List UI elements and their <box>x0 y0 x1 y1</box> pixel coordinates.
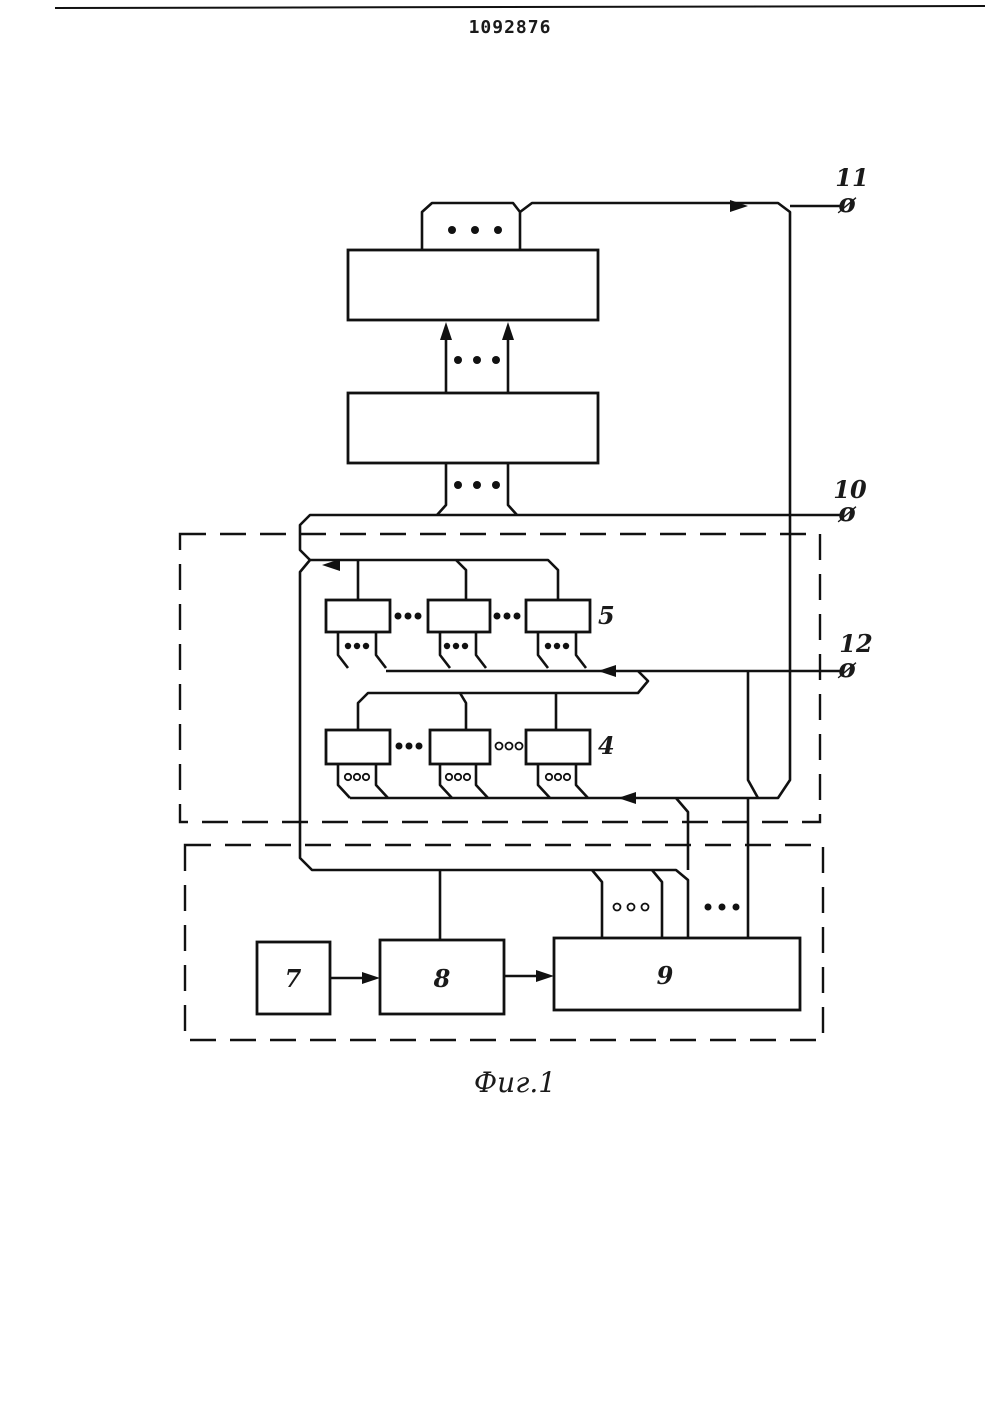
terminal-11-symbol: ø <box>837 189 857 219</box>
row5-top-bus <box>310 560 558 600</box>
row4-to-9-link <box>676 798 688 870</box>
bus-dots-lower <box>454 481 500 489</box>
bottom-bus-right <box>430 870 688 938</box>
row5-outputs <box>338 632 586 668</box>
bus-dots-mid <box>454 356 500 364</box>
row4-cell-1 <box>326 730 390 764</box>
terminal-10-label: 10 <box>833 475 867 504</box>
bus-down-left <box>437 463 446 515</box>
terminal-11-label: 11 <box>835 163 868 192</box>
row5-cell-3 <box>526 600 590 632</box>
arrow-up-right <box>502 322 514 340</box>
row4-top-bus <box>358 671 648 730</box>
bus-to-9-a <box>592 870 602 938</box>
row4-outputs <box>338 764 588 798</box>
label-row-5: 5 <box>598 601 615 630</box>
bus-down-right <box>508 463 517 515</box>
block-7-label: 7 <box>285 964 302 993</box>
row4-cell-2 <box>430 730 490 764</box>
top-rule <box>55 6 985 8</box>
output-bus <box>422 203 520 250</box>
arrow-8-to-9 <box>536 970 554 982</box>
terminal-12-label: 12 <box>839 629 872 658</box>
arrow-7-to-8 <box>362 972 380 984</box>
bus-to-9-b <box>652 870 662 938</box>
output-block <box>348 250 598 320</box>
arrow-from-12 <box>598 665 616 677</box>
branch-to-9-from-12 <box>748 671 758 798</box>
row4-cell-3 <box>526 730 590 764</box>
arrow-into-row4 <box>618 792 636 804</box>
terminal-12-symbol: ø <box>837 654 857 684</box>
block-9 <box>554 938 800 1010</box>
bus-dots-9 <box>614 904 740 911</box>
block-8-label: 8 <box>433 964 451 993</box>
terminal-10-line <box>300 515 842 560</box>
row5-cell-2 <box>428 600 490 632</box>
row5-cell-1 <box>326 600 390 632</box>
patent-number: 1092876 <box>469 17 552 38</box>
block-9-label: 9 <box>657 961 674 990</box>
row5-cell2-in <box>456 560 466 600</box>
row4-cell2-in <box>460 693 466 730</box>
label-row-4: 4 <box>598 731 615 760</box>
middle-block <box>348 393 598 463</box>
arrow-up-left <box>440 322 452 340</box>
register-group-frame <box>180 534 820 822</box>
figure-caption: Фиг.1 <box>474 1066 556 1099</box>
bus-dots-top <box>448 226 502 234</box>
